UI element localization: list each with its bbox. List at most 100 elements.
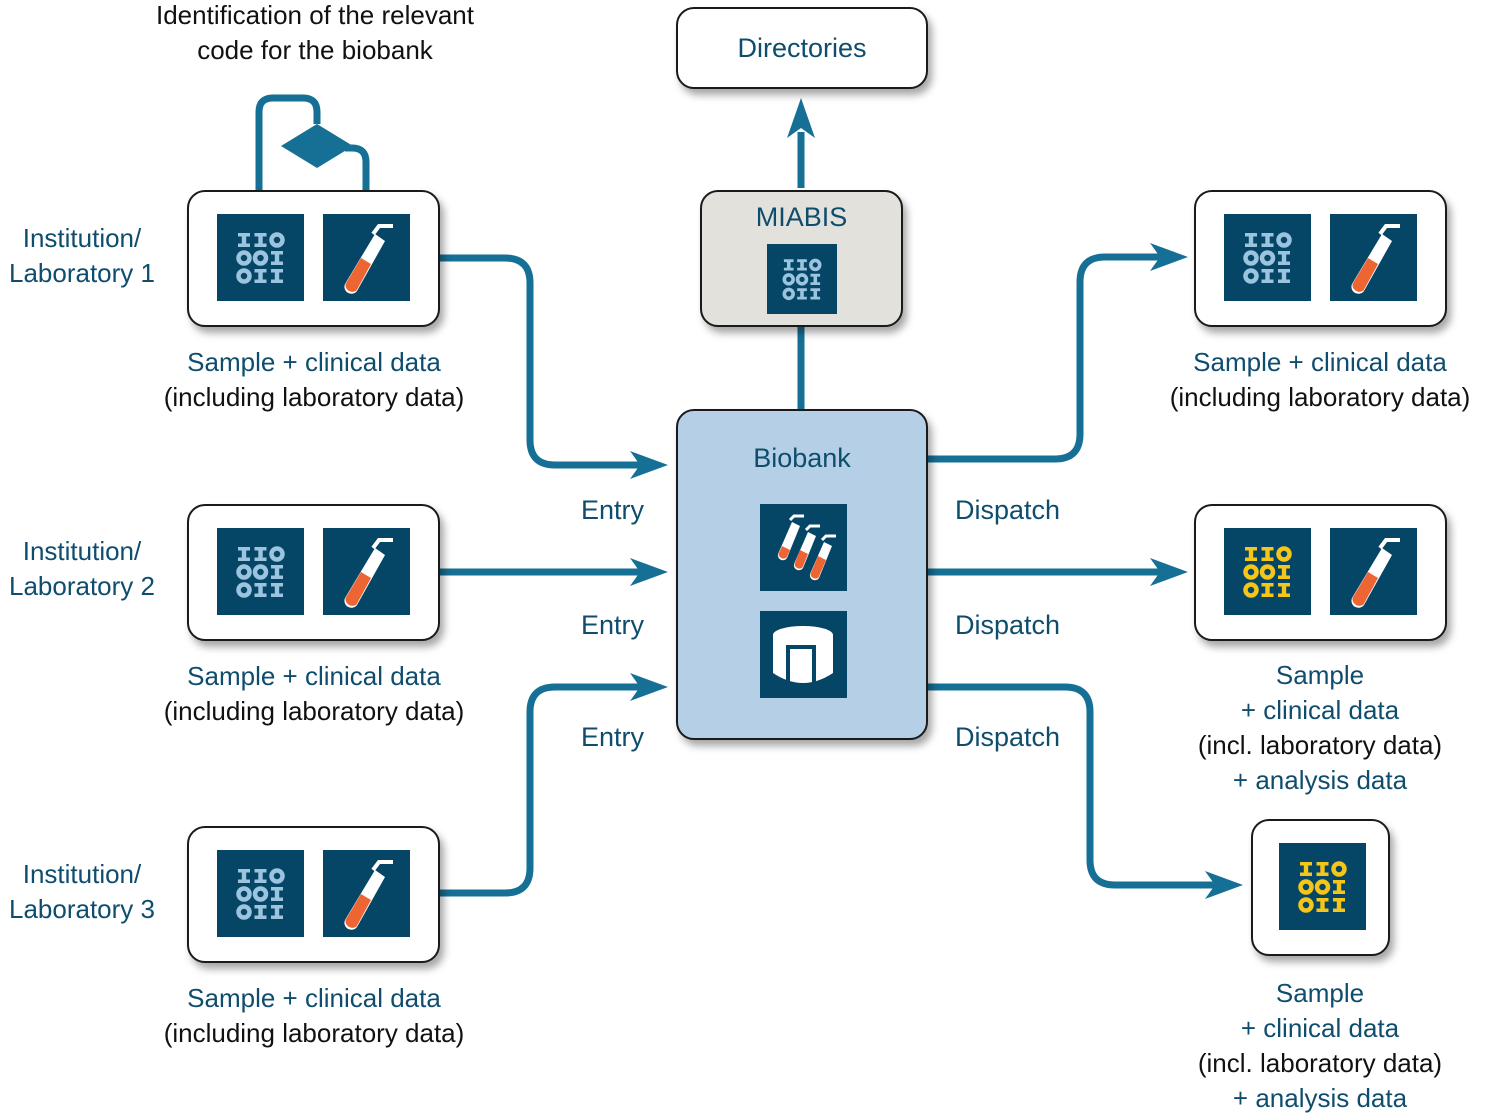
storage-freezer-icon bbox=[760, 611, 847, 698]
binary-zero-glyph bbox=[1314, 879, 1331, 895]
binary-one-glyph bbox=[1300, 862, 1312, 876]
caption-line: Sample + clinical data bbox=[187, 347, 441, 377]
binary-one-glyph bbox=[254, 233, 267, 247]
note-line-2: code for the biobank bbox=[197, 35, 433, 65]
institution-label-2: Institution/ Laboratory 2 bbox=[0, 534, 164, 604]
entry-arrow-1 bbox=[440, 254, 640, 469]
caption-line: + analysis data bbox=[1232, 1083, 1408, 1113]
institution-box-3[interactable] bbox=[187, 826, 440, 963]
binary-zero-glyph bbox=[1259, 564, 1276, 580]
binary-one-glyph bbox=[254, 583, 267, 597]
tube-glyph bbox=[1351, 538, 1400, 608]
binary-one-glyph bbox=[1261, 233, 1274, 247]
biobank-box[interactable]: Biobank bbox=[676, 409, 928, 740]
caption-line: (including laboratory data) bbox=[1169, 382, 1471, 412]
binary-one-glyph bbox=[1261, 269, 1274, 283]
binary-zero-glyph bbox=[252, 250, 269, 266]
miabis-box[interactable]: MIABIS bbox=[700, 190, 903, 327]
binary-zero-glyph bbox=[1259, 250, 1276, 266]
binary-zero-glyph bbox=[269, 868, 285, 884]
tube-glyph bbox=[344, 538, 393, 608]
sample-tubes-icon bbox=[760, 504, 847, 591]
binary-one-glyph bbox=[1261, 547, 1274, 561]
binary-one-glyph bbox=[1316, 862, 1329, 876]
institution-label-3: Institution/ Laboratory 3 bbox=[0, 857, 164, 927]
binary-one-glyph bbox=[254, 269, 267, 283]
output-caption-1: Sample + clinical data (including labora… bbox=[1150, 345, 1490, 415]
binary-one-glyph bbox=[1278, 269, 1290, 283]
caption-line: + clinical data bbox=[1240, 695, 1400, 725]
institution-caption-2: Sample + clinical data (including labora… bbox=[140, 659, 488, 729]
binary-one-glyph bbox=[254, 905, 267, 919]
caption-line: (including laboratory data) bbox=[163, 382, 465, 412]
binary-one-glyph bbox=[1333, 898, 1345, 912]
dispatch-label-3: Dispatch bbox=[955, 722, 1061, 752]
dispatch-label-1: Dispatch bbox=[955, 495, 1061, 525]
data-code-icon bbox=[767, 244, 837, 314]
binary-one-glyph bbox=[271, 905, 283, 919]
tube-glyph bbox=[344, 224, 393, 294]
binary-zero-glyph bbox=[1243, 564, 1259, 580]
caption-line: Sample + clinical data bbox=[187, 983, 441, 1013]
data-code-icon bbox=[217, 850, 304, 937]
institution-label-line: Laboratory 2 bbox=[9, 571, 155, 601]
institution-label-line: Laboratory 1 bbox=[9, 258, 155, 288]
caption-line: + analysis data bbox=[1232, 765, 1408, 795]
binary-zero-glyph bbox=[236, 268, 252, 284]
binary-one-glyph bbox=[254, 547, 267, 561]
arrowhead-dispatch-3 bbox=[1205, 871, 1243, 899]
institution-box-1[interactable] bbox=[187, 190, 440, 327]
arrowhead-directories bbox=[787, 98, 815, 138]
binary-one-glyph bbox=[238, 547, 250, 561]
arrowhead-entry-3 bbox=[630, 673, 668, 701]
binary-zero-glyph bbox=[236, 886, 252, 902]
institution-box-2[interactable] bbox=[187, 504, 440, 641]
binary-one-glyph bbox=[783, 259, 794, 271]
binary-zero-glyph bbox=[269, 546, 285, 562]
binary-one-glyph bbox=[797, 259, 807, 271]
output-box-2[interactable] bbox=[1194, 504, 1447, 641]
tube-glyph bbox=[1351, 224, 1400, 294]
sample-tube-icon bbox=[1330, 214, 1417, 301]
institution-caption-3: Sample + clinical data (including labora… bbox=[140, 981, 488, 1051]
output-caption-3: Sample + clinical data (incl. laboratory… bbox=[1150, 976, 1490, 1116]
caption-line: Sample bbox=[1275, 660, 1365, 690]
tube-glyph bbox=[344, 860, 393, 930]
binary-one-glyph bbox=[1261, 583, 1274, 597]
entry-arrow-3 bbox=[440, 683, 640, 897]
data-code-icon bbox=[217, 528, 304, 615]
output-box-3[interactable] bbox=[1251, 819, 1390, 956]
binary-one-glyph bbox=[271, 565, 283, 579]
code-diamond-icon bbox=[281, 124, 353, 168]
caption-line: (including laboratory data) bbox=[163, 1018, 465, 1048]
directories-box[interactable]: Directories bbox=[676, 7, 928, 89]
caption-line: Sample bbox=[1275, 978, 1365, 1008]
sample-tube-icon bbox=[323, 528, 410, 615]
output-caption-2: Sample + clinical data (incl. laboratory… bbox=[1150, 658, 1490, 798]
binary-one-glyph bbox=[1245, 233, 1257, 247]
biobank-label: Biobank bbox=[753, 443, 851, 473]
binary-one-glyph bbox=[238, 869, 250, 883]
output-box-1[interactable] bbox=[1194, 190, 1447, 327]
binary-zero-glyph bbox=[795, 273, 809, 286]
institution-label-1: Institution/ Laboratory 1 bbox=[0, 221, 164, 291]
sample-tube-icon bbox=[1330, 528, 1417, 615]
institution-label-line: Institution/ bbox=[22, 859, 142, 889]
caption-line: + clinical data bbox=[1240, 1013, 1400, 1043]
binary-one-glyph bbox=[1278, 565, 1290, 579]
binary-zero-glyph bbox=[269, 232, 285, 248]
binary-zero-glyph bbox=[1276, 546, 1292, 562]
binary-one-glyph bbox=[1316, 898, 1329, 912]
binary-zero-glyph bbox=[782, 273, 795, 286]
dispatch-label-2: Dispatch bbox=[955, 610, 1061, 640]
binary-one-glyph bbox=[238, 233, 250, 247]
binary-zero-glyph bbox=[236, 582, 252, 598]
code-identification-connector bbox=[255, 94, 321, 214]
institution-label-line: Laboratory 3 bbox=[9, 894, 155, 924]
miabis-label: MIABIS bbox=[755, 202, 848, 232]
binary-one-glyph bbox=[271, 887, 283, 901]
code-identification-connector-right bbox=[345, 144, 370, 214]
binary-zero-glyph bbox=[1298, 879, 1314, 895]
binary-zero-glyph bbox=[1331, 861, 1347, 877]
binary-zero-glyph bbox=[236, 904, 252, 920]
